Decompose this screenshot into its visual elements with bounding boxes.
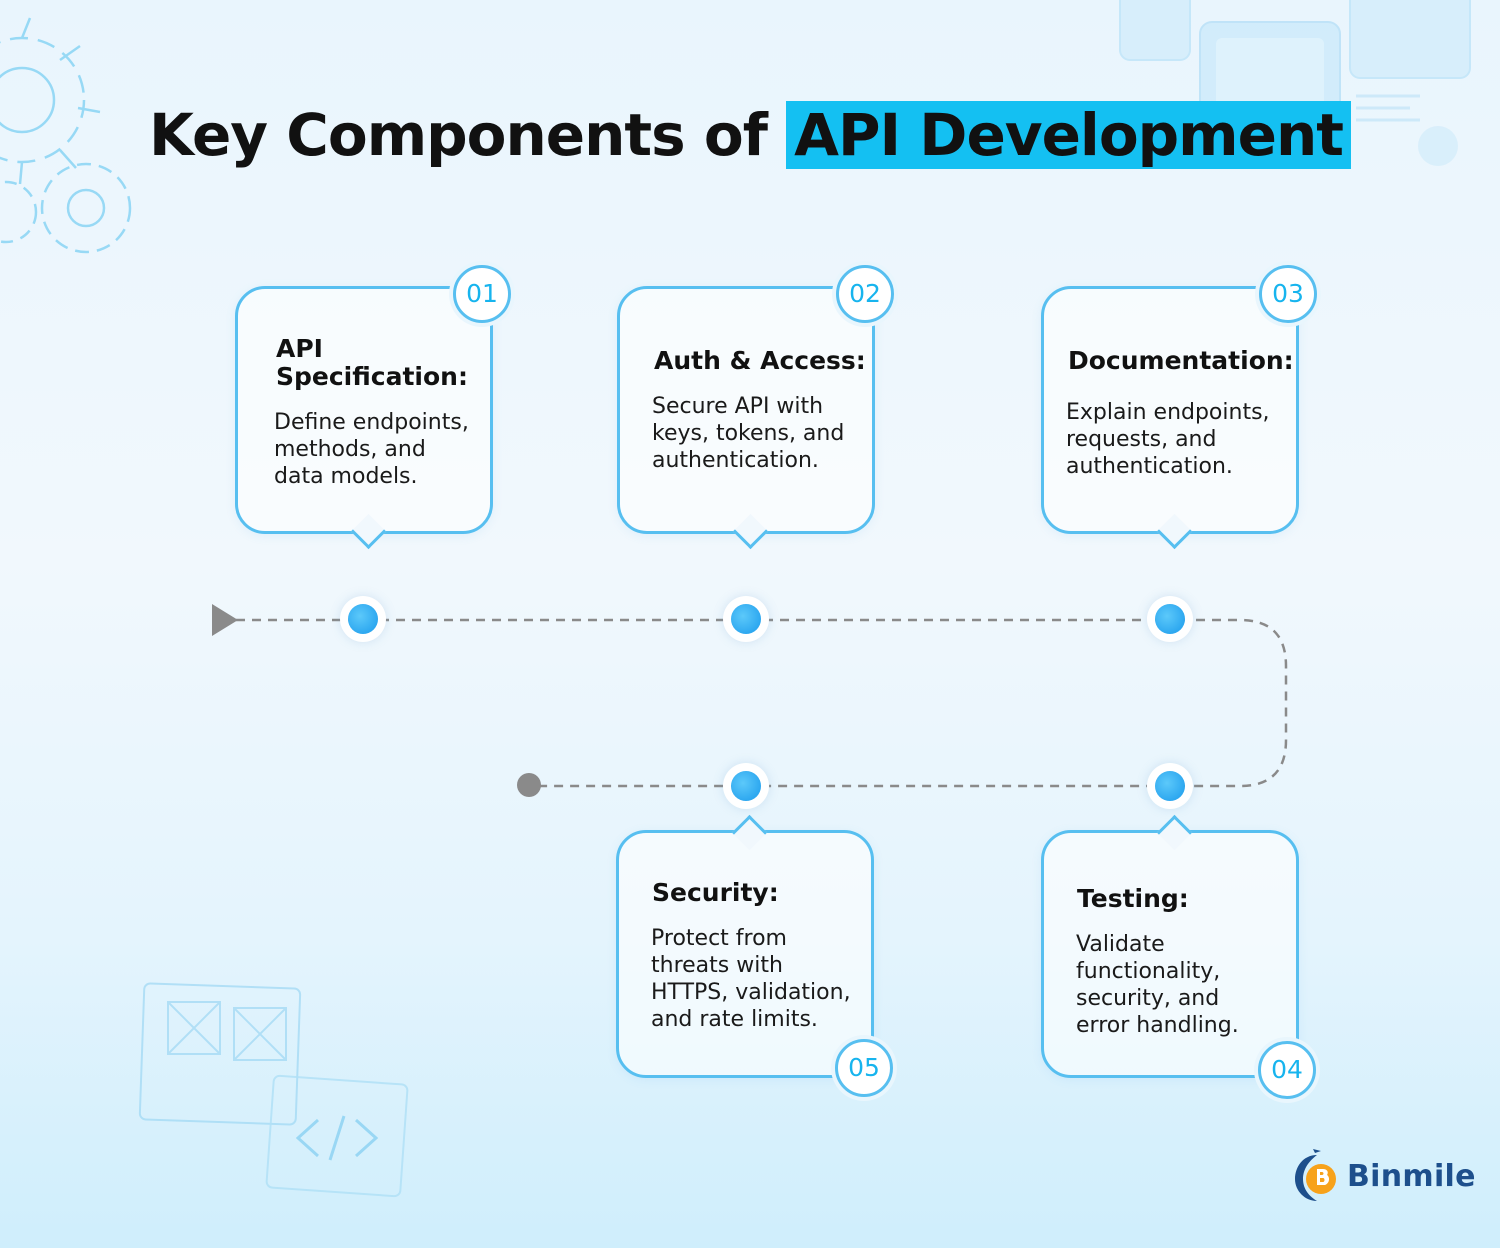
- step-description: Define endpoints, methods, and data mode…: [274, 410, 469, 489]
- gear-icon: [0, 162, 132, 254]
- step-title: Testing:: [1077, 884, 1189, 913]
- step-number-badge: 01: [453, 265, 511, 323]
- path-connector: [236, 618, 1288, 788]
- step-number-badge: 02: [836, 265, 894, 323]
- timeline-dot: [1155, 771, 1185, 801]
- path-start-arrow-icon: [212, 604, 238, 636]
- step-description: Secure API with keys, tokens, and authen…: [652, 394, 845, 473]
- step-title: API Specification:: [276, 334, 468, 391]
- timeline-dot: [1155, 604, 1185, 634]
- step-title: Auth & Access:: [654, 346, 866, 375]
- step-card-02: Auth & Access: Secure API with keys, tok…: [617, 286, 875, 550]
- timeline-dot: [348, 604, 378, 634]
- step-number-badge: 05: [835, 1039, 893, 1097]
- step-number-badge: 04: [1258, 1041, 1316, 1099]
- step-description: Protect from threats with HTTPS, validat…: [651, 926, 851, 1032]
- step-description: Explain endpoints, requests, and authent…: [1066, 400, 1270, 479]
- step-title: Documentation:: [1068, 346, 1294, 375]
- path-end-dot: [517, 773, 541, 797]
- code-brackets-icon: [265, 1074, 409, 1198]
- step-card-03: Documentation: Explain endpoints, reques…: [1041, 286, 1299, 550]
- title-prefix: Key Components of: [149, 101, 768, 169]
- brand-logo: Binmile: [1293, 1148, 1476, 1204]
- step-description: Validate functionality, security, and er…: [1076, 932, 1239, 1038]
- title-highlight: API Development: [786, 101, 1351, 169]
- page-title: Key Components of API Development: [0, 96, 1500, 174]
- step-title: Security:: [652, 878, 779, 907]
- timeline-dot: [731, 604, 761, 634]
- step-number-badge: 03: [1259, 265, 1317, 323]
- image-placeholder-icon: [138, 982, 302, 1126]
- timeline-dot: [731, 771, 761, 801]
- gear-icon: [0, 17, 101, 185]
- binmile-logo-icon: [1293, 1149, 1339, 1203]
- step-card-01: API Specification: Define endpoints, met…: [235, 286, 493, 550]
- step-card-04: Testing: Validate functionality, securit…: [1041, 814, 1299, 1078]
- step-card-05: Security: Protect from threats with HTTP…: [616, 814, 874, 1078]
- brand-name: Binmile: [1347, 1158, 1476, 1194]
